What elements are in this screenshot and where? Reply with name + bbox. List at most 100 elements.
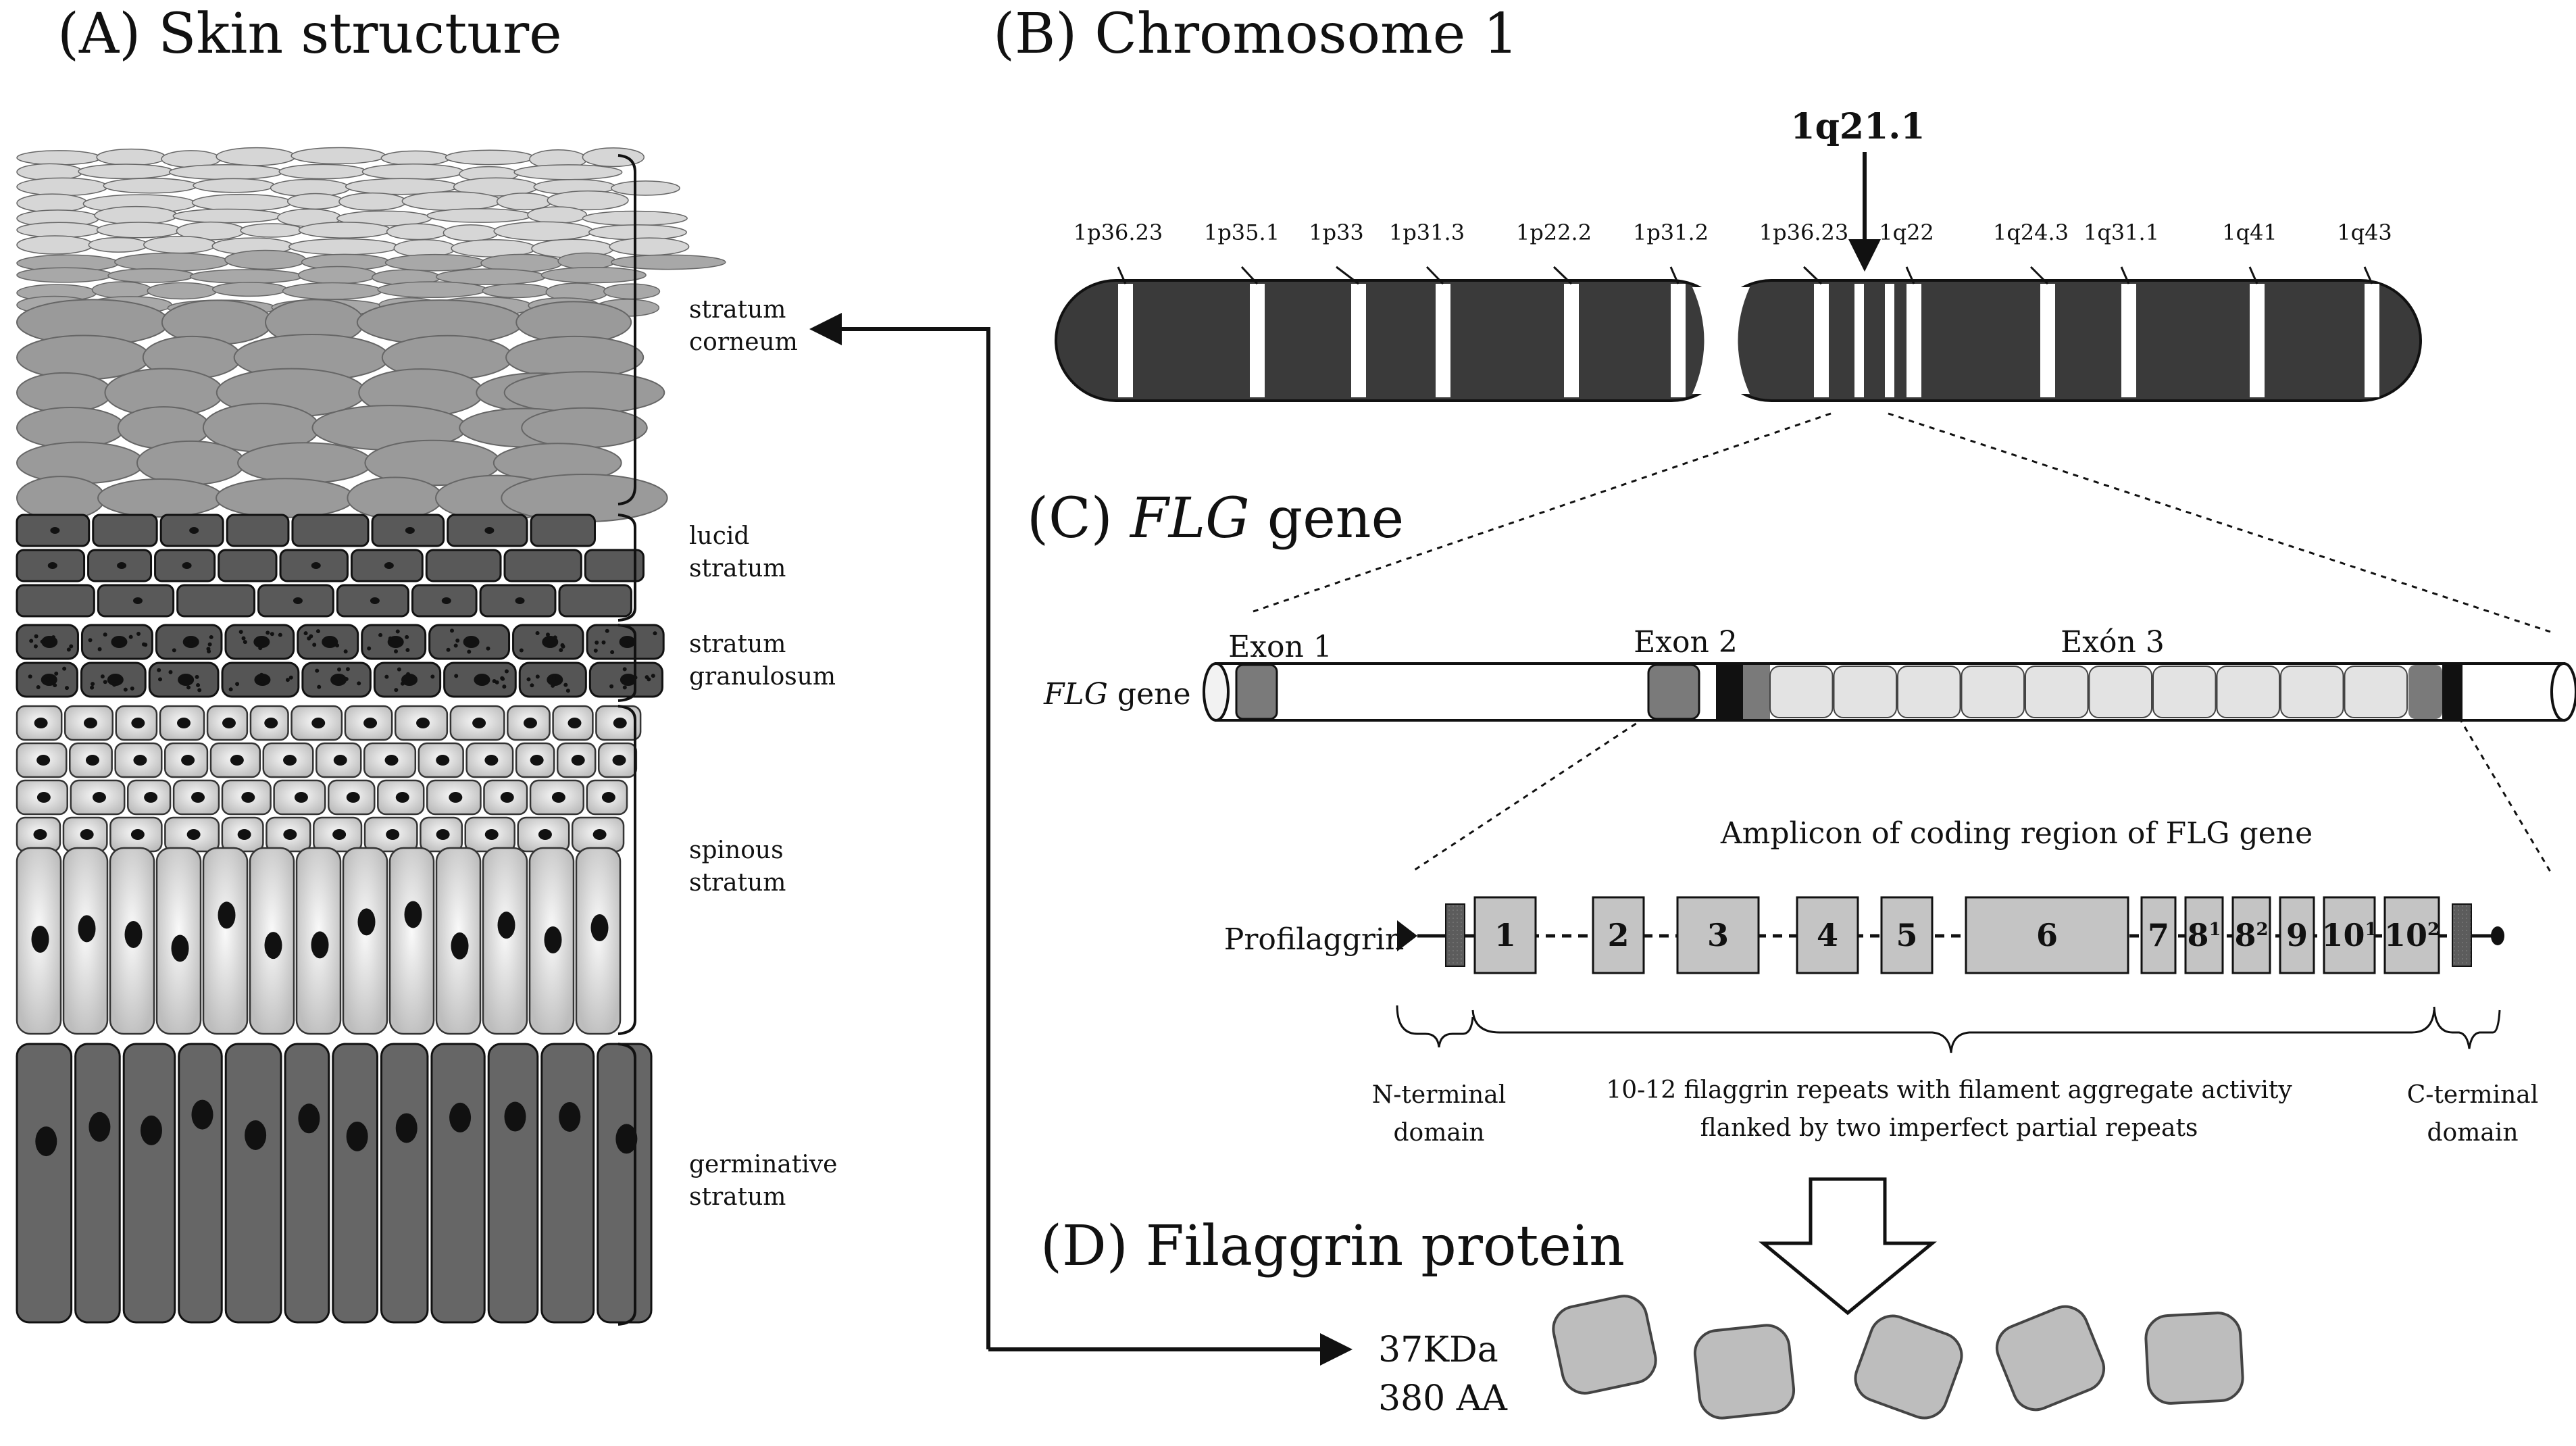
filaggrin-repeat [2184,896,2224,974]
brace-repeats [1471,1009,2435,1053]
domain-braces [1396,1005,2501,1053]
profilaggrin-label: Profilaggrin [1224,922,1405,957]
n-terminal-block [1445,903,1465,967]
brace-spinous [617,705,636,1035]
band-tick [1240,266,1259,285]
band-label: 1p36.23 [1759,220,1848,245]
filaggrin-monomer-5 [2144,1312,2244,1405]
filaggrin-repeat-label: 9 [2286,917,2308,953]
exon-3-end-gray [2408,665,2442,719]
end-dot [2491,926,2504,945]
brace-corneum [617,154,636,505]
filaggrin-repeat-label: 81 [2187,917,2221,953]
exon-3-start-gray [1743,665,1770,719]
skin-column [16,147,726,1324]
panel-a-title: (A) Skin structure [57,2,562,66]
band-tick [2120,266,2130,284]
band-label: 1q41 [2222,220,2277,245]
chromosome-band [1885,284,1894,397]
stratum-granulosum-cells [16,624,665,698]
chromosome-band [1351,284,1366,397]
band-tick [2248,266,2258,284]
flg-gene-diagram: FLG gene Exon 1 Exon 2 Exón 3 [1043,625,2576,722]
filaggrin-repeat [2383,896,2440,974]
gene-row-label: FLG gene [1043,677,1191,712]
chromosome-band [1118,284,1133,397]
chromosome-band [1671,284,1686,397]
band-label: 1q22 [1879,220,1934,245]
filaggrin-repeat-label: 101 [2321,917,2377,953]
exon-3-repeat-segment [1961,666,2025,718]
zoom-line-right [1888,412,2551,633]
band-label: 1p35.1 [1204,220,1280,245]
brace-c-terminal [2433,1006,2501,1049]
brace-granulosum [617,624,636,702]
filaggrin-repeat [1676,896,1760,974]
exon-3-repeats [1769,666,2408,718]
filaggrin-repeat [1880,896,1934,974]
band-tick [2029,266,2049,285]
germinative-stratum-cells [16,1043,653,1324]
filaggrin-repeat-label: 5 [1896,917,1917,953]
exon-2-label: Exon 2 [1634,625,1738,659]
gene-end-left [1203,662,1230,722]
exon-3-repeat-segment [2280,666,2344,718]
panel-d-title: (D) Filaggrin protein [1040,1214,1625,1278]
band-label: 1p22.2 [1516,220,1592,245]
exon-1-label: Exon 1 [1228,630,1332,664]
zoom-line-exon3-right [2458,717,2552,872]
filaggrin-monomer-2 [1693,1324,1796,1420]
band-tick [1905,266,1915,284]
filaggrin-repeat-label: 102 [2384,917,2440,953]
panel-c-suffix: gene [1267,487,1404,551]
exon-3-end-black [2442,665,2463,719]
exon-3-repeat-segment [2152,666,2217,718]
exon-3-start-black [1716,665,1743,719]
exon-3-repeat-segment [2216,666,2280,718]
filaggrin-repeat-label: 6 [2036,917,2058,953]
band-label: 1p33 [1309,220,1364,245]
band-tick [1669,266,1680,284]
chromosome-band [1250,284,1265,397]
band-label: 1p36.23 [1074,220,1163,245]
connector-arrows [809,313,1353,1366]
filaggrin-repeat-label: 4 [1817,917,1838,953]
c-terminal-block [2452,903,2472,967]
filaggrin-repeat-label: 82 [2234,917,2268,953]
filaggrin-repeat [1796,896,1859,974]
filaggrin-repeat [2279,896,2315,974]
panel-b-title: (B) Chromosome 1 [993,2,1519,66]
exon-3-repeat-segment [2025,666,2089,718]
chromosome-band [1854,284,1864,397]
repeats-description: 10-12 filaggrin repeats with filament ag… [1606,1076,2292,1142]
brace-lucid [617,514,636,622]
exon-3-label: Exón 3 [2061,625,2165,659]
panel-c-gene: FLG [1129,487,1250,551]
chromosome-band [2121,284,2136,397]
filaggrin-repeat-label: 3 [1707,917,1729,953]
band-label: 1p31.2 [1633,220,1709,245]
filaggrin-repeat-label: 2 [1607,917,1629,953]
filaggrin-repeat [1473,896,1537,974]
chromosome-band [1436,284,1450,397]
chromosome-1: 1p36.23 1p35.1 1p33 1p31.3 1p22.2 1p31.2 1p36.… [1055,106,2422,402]
band-label: 1p31.3 [1389,220,1465,245]
band-tick [2363,266,2373,284]
exon-3-repeat-segment [1897,666,1961,718]
filaggrin-monomer-1 [1552,1295,1657,1395]
chromosome-band [2040,284,2055,397]
centromere [1692,287,1750,394]
zoom-line-left [1253,412,1832,613]
locus-label: 1q21.1 [1790,106,1925,147]
profilaggrin-diagram: Amplicon of coding region of FLG gene Pr… [1224,816,2539,1147]
exon-2 [1647,664,1700,720]
